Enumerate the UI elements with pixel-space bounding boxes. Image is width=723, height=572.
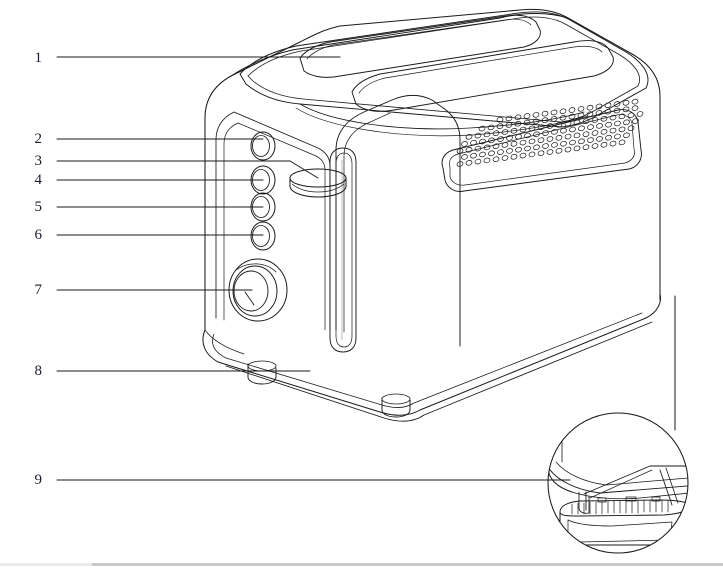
vent-perforations <box>456 98 644 168</box>
callout-number-5: 5 <box>34 199 43 215</box>
page-footer-rule <box>0 563 723 566</box>
inset-circle-border <box>547 412 689 554</box>
side-vent-panel <box>441 98 644 192</box>
control-buttons <box>250 131 276 251</box>
carriage-lever-knob <box>289 168 347 198</box>
front-face-corner <box>335 95 461 347</box>
toast-slot-front <box>351 40 614 112</box>
control-button-4 <box>250 221 276 251</box>
callout-number-8: 8 <box>34 363 43 379</box>
callout-number-7: 7 <box>34 282 43 298</box>
callout-number-4: 4 <box>34 172 43 188</box>
control-button-1 <box>250 131 276 161</box>
callout-number-3: 3 <box>34 153 43 169</box>
footer-rule-left-segment <box>0 563 92 566</box>
front-control-panel <box>215 111 331 331</box>
leader-3b <box>289 160 319 179</box>
callout-leader-lines <box>56 56 571 481</box>
toaster-foot-right <box>381 393 411 418</box>
footer-rule-right-segment <box>92 563 723 566</box>
callout-number-1: 1 <box>34 50 43 66</box>
callout-number-9: 9 <box>34 472 43 488</box>
callout-number-2: 2 <box>34 131 43 147</box>
toaster-base <box>202 293 661 422</box>
toast-slot-rear <box>299 14 541 78</box>
carriage-lever-slot <box>329 147 357 353</box>
toaster-top-deck <box>239 11 649 137</box>
callout-number-6: 6 <box>34 227 43 243</box>
